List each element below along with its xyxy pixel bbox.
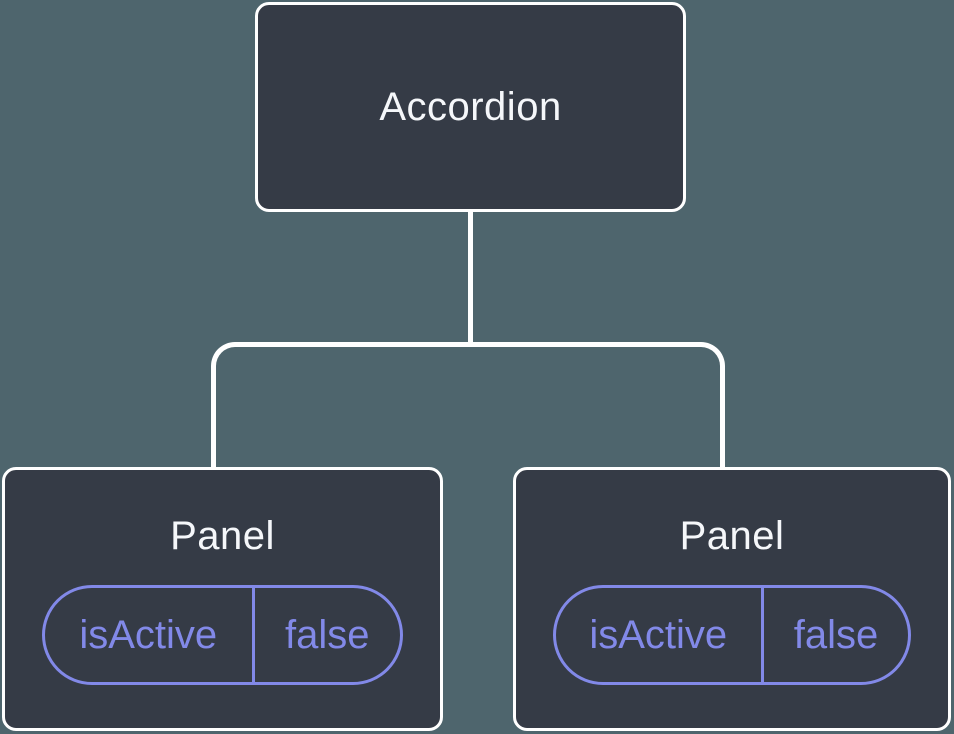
- panel-node-left: Panel isActive false: [2, 467, 443, 731]
- accordion-node: Accordion: [255, 2, 686, 212]
- state-value: false: [285, 612, 370, 657]
- state-name: isActive: [45, 588, 255, 682]
- panel-left-label: Panel: [170, 514, 275, 558]
- panel-node-right: Panel isActive false: [513, 467, 951, 731]
- connector-bracket: [211, 342, 725, 470]
- panel-right-state-pill: isActive false: [552, 585, 912, 685]
- state-value: false: [793, 612, 879, 657]
- state-name: isActive: [556, 588, 764, 682]
- accordion-node-label: Accordion: [379, 84, 562, 129]
- panel-right-label: Panel: [679, 514, 785, 558]
- panel-left-state-pill: isActive false: [41, 585, 404, 685]
- connector-stem: [468, 212, 473, 346]
